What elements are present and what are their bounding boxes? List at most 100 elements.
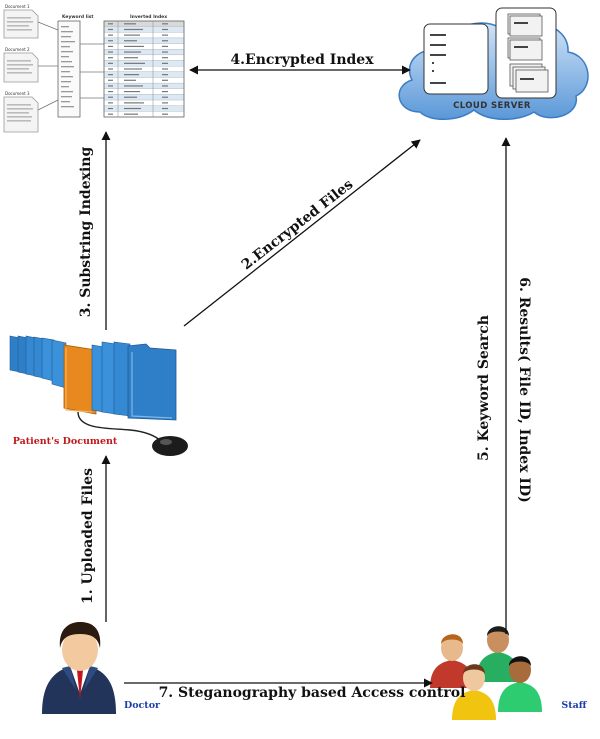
index-cell-mark: [162, 102, 168, 104]
index-cell-mark: [108, 74, 113, 76]
label-uploaded-files: 1. Uploaded Files: [80, 468, 96, 604]
index-cell-mark: [124, 96, 137, 98]
index-cell-mark: [124, 40, 137, 42]
document-title: Document 3: [5, 91, 30, 96]
document-title: Document 1: [5, 4, 30, 9]
label-substring-indexing: 3. Substring Indexing: [78, 147, 94, 318]
index-cell-mark: [108, 68, 113, 70]
index-cell-mark: [162, 28, 168, 31]
index-cell-mark: [162, 107, 168, 110]
index-cell-mark: [162, 79, 168, 81]
folder-stack: [9, 335, 177, 421]
doctor-icon: [42, 622, 116, 714]
inverted-index-title: Inverted Index: [130, 14, 167, 20]
index-cell-mark: [108, 57, 113, 59]
index-cell-mark: [124, 51, 141, 53]
index-cell-mark: [162, 45, 168, 48]
index-cell-mark: [162, 96, 168, 98]
index-cell-mark: [162, 23, 168, 25]
index-cell-mark: [124, 68, 142, 70]
keyword-list-title: Keyword list: [62, 14, 94, 20]
index-row: [103, 94, 185, 101]
index-cell-mark: [108, 23, 113, 25]
index-row: [103, 82, 185, 89]
index-row: [103, 88, 185, 95]
label-keyword-search: 5. Keyword Search: [476, 315, 492, 461]
cloud-server-label: Cloud Server: [453, 101, 531, 111]
index-row: [103, 37, 185, 44]
doctor-label: Doctor: [124, 700, 161, 711]
staff-group: Staff: [430, 626, 588, 720]
index-row: [103, 54, 185, 61]
index-cell-mark: [162, 51, 168, 53]
index-cell-mark: [108, 107, 113, 110]
document-card: Document 2: [3, 47, 39, 83]
label-steganography-access: 7. Steganography based Access control: [159, 685, 466, 701]
index-cell-mark: [124, 23, 136, 25]
arrow-encrypted-files: [183, 139, 421, 327]
inverted-index-table: Inverted Index: [103, 14, 185, 118]
documents-group: Document 1 Document 2 Document 3: [3, 4, 59, 133]
index-cell-mark: [108, 34, 113, 36]
index-cell-mark: [124, 107, 141, 110]
index-cell-mark: [108, 102, 113, 104]
index-cell-mark: [124, 79, 136, 81]
index-row: [103, 26, 185, 33]
index-row: [103, 71, 185, 78]
index-row: [103, 32, 185, 39]
document-card: Document 1: [3, 4, 39, 39]
index-cell-mark: [124, 57, 138, 59]
index-row: [103, 111, 185, 118]
index-row: [103, 105, 185, 112]
index-cell-mark: [108, 79, 113, 81]
index-cell-mark: [124, 74, 139, 76]
index-cell-mark: [124, 85, 143, 87]
index-cell-mark: [124, 45, 144, 48]
index-cell-mark: [108, 28, 113, 31]
index-row: [103, 77, 185, 84]
index-cell-mark: [162, 74, 168, 76]
index-cell-mark: [124, 102, 144, 104]
mouse-icon: [152, 436, 188, 456]
index-cell-mark: [124, 90, 140, 93]
index-row: [103, 66, 185, 72]
mouse-cable: [77, 411, 163, 443]
server-file-panel: [423, 23, 489, 95]
patients-document-label: Patient's Document: [13, 436, 118, 447]
staff-label: Staff: [561, 700, 587, 711]
index-cell-mark: [162, 68, 168, 70]
keyword-list: Keyword list: [57, 14, 104, 118]
index-cell-mark: [162, 62, 168, 64]
index-cell-mark: [108, 40, 113, 42]
index-row: [103, 20, 185, 27]
doctor-group: Doctor: [42, 622, 161, 714]
document-card: Document 3: [3, 91, 39, 133]
index-cell-mark: [124, 62, 145, 64]
index-cell-mark: [162, 85, 168, 87]
index-cell-mark: [108, 96, 113, 98]
index-cell-mark: [162, 57, 168, 59]
document-title: Document 2: [5, 47, 30, 52]
index-cell-mark: [162, 34, 168, 36]
index-cell-mark: [108, 45, 113, 48]
index-cell-mark: [124, 113, 138, 115]
index-row: [103, 49, 185, 56]
flow-arrows: [101, 65, 511, 688]
index-cell-mark: [108, 62, 113, 64]
cloud-server: Cloud Server: [398, 7, 589, 120]
index-rows: [103, 20, 185, 118]
patients-document-group: Patient's Document: [9, 335, 188, 456]
staff-icon: [430, 626, 542, 720]
index-cell-mark: [162, 40, 168, 42]
index-cell-mark: [108, 90, 113, 93]
index-cell-mark: [108, 85, 113, 87]
index-cell-mark: [108, 51, 113, 53]
index-cell-mark: [108, 113, 113, 115]
index-cell-mark: [124, 28, 143, 31]
label-encrypted-files: 2.Encrypted Files: [239, 176, 357, 273]
index-cell-mark: [162, 113, 168, 115]
label-results: 6. Results( File ID, Index ID): [516, 277, 532, 503]
label-encrypted-index: 4.Encrypted Index: [230, 52, 374, 68]
index-cell-mark: [124, 34, 140, 36]
